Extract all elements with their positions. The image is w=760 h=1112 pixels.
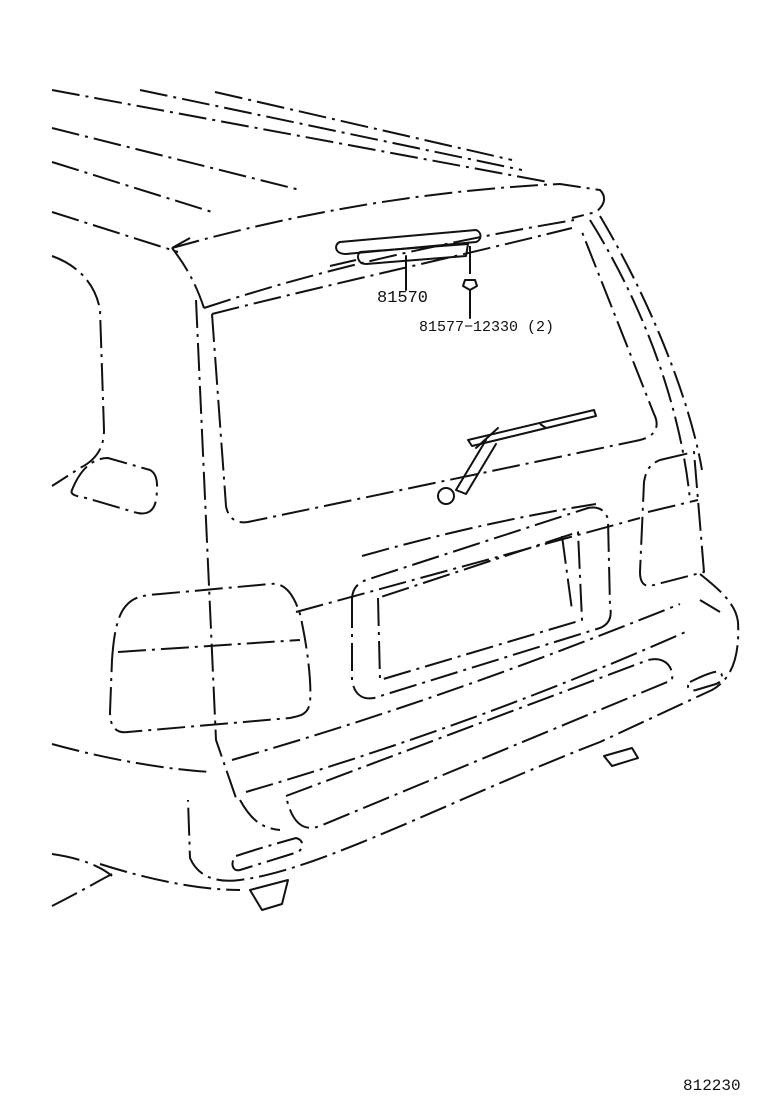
roof-spoiler — [171, 183, 606, 309]
roof — [51, 89, 549, 253]
back-door — [195, 215, 703, 799]
rear-bumper — [187, 573, 740, 882]
part-label-81570: 81570 — [377, 289, 429, 308]
high-mount-stop-lamp — [329, 229, 482, 267]
screw — [462, 246, 478, 319]
side-body — [51, 255, 213, 773]
license-plate-area — [351, 503, 612, 700]
back-door-lower-line — [295, 517, 641, 613]
rear-wiper — [437, 409, 597, 505]
right-tail-lamp — [639, 451, 705, 587]
lower-side — [51, 853, 241, 907]
illustration-number: 812230 — [683, 1077, 741, 1095]
left-tail-lamp — [109, 582, 312, 734]
tow-hooks — [249, 747, 639, 911]
back-door-glass — [211, 227, 658, 524]
part-label-81577-12330: 81577−12330 (2) — [419, 319, 555, 336]
